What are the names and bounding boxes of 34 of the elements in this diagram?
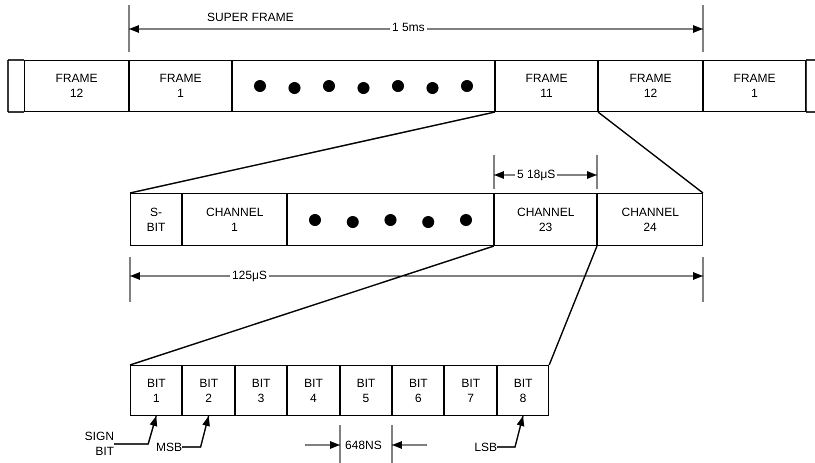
slot-box: FRAME 1: [129, 60, 232, 112]
expansion-line: [130, 245, 494, 366]
slot-box: BIT 7: [444, 365, 497, 416]
slot-box: BIT 1: [130, 365, 182, 416]
leader-label: LSB: [465, 439, 497, 455]
slot-box: CHANNEL 1: [182, 193, 287, 246]
slot-box: S-BIT: [130, 193, 182, 246]
slot-box: BIT 2: [182, 365, 235, 416]
dimension-label: 5 18μS: [515, 167, 558, 181]
slot-box: FRAME 12: [24, 60, 129, 112]
dimension-label: SUPER FRAME: [205, 10, 296, 24]
slot-box: CHANNEL 24: [597, 193, 703, 246]
slot-box: FRAME 12: [598, 60, 703, 112]
dimension-label: 648NS: [343, 438, 384, 452]
slot-box: FRAME 1: [703, 60, 806, 112]
ellipsis-box: [232, 60, 495, 112]
leader-label: SIGN BIT: [76, 428, 114, 460]
dimension-label: 1 5ms: [390, 20, 427, 34]
expansion-line: [130, 111, 496, 194]
expansion-line: [548, 246, 598, 366]
slot-box: CHANNEL 23: [494, 193, 597, 246]
leader-label: MSB: [150, 439, 182, 455]
expansion-line: [598, 111, 704, 194]
slot-box: FRAME 11: [495, 60, 598, 112]
slot-box: BIT 8: [496, 365, 550, 416]
leader-line: [114, 416, 158, 445]
leader-line: [497, 416, 524, 448]
slot-box: BIT 6: [392, 365, 444, 416]
slot-box: BIT 5: [340, 365, 392, 416]
dimension-label: 125μS: [230, 268, 269, 282]
ellipsis-box: [287, 193, 494, 246]
slot-box: BIT 4: [287, 365, 340, 416]
slot-box: BIT 3: [234, 365, 288, 416]
leader-line: [182, 416, 210, 448]
